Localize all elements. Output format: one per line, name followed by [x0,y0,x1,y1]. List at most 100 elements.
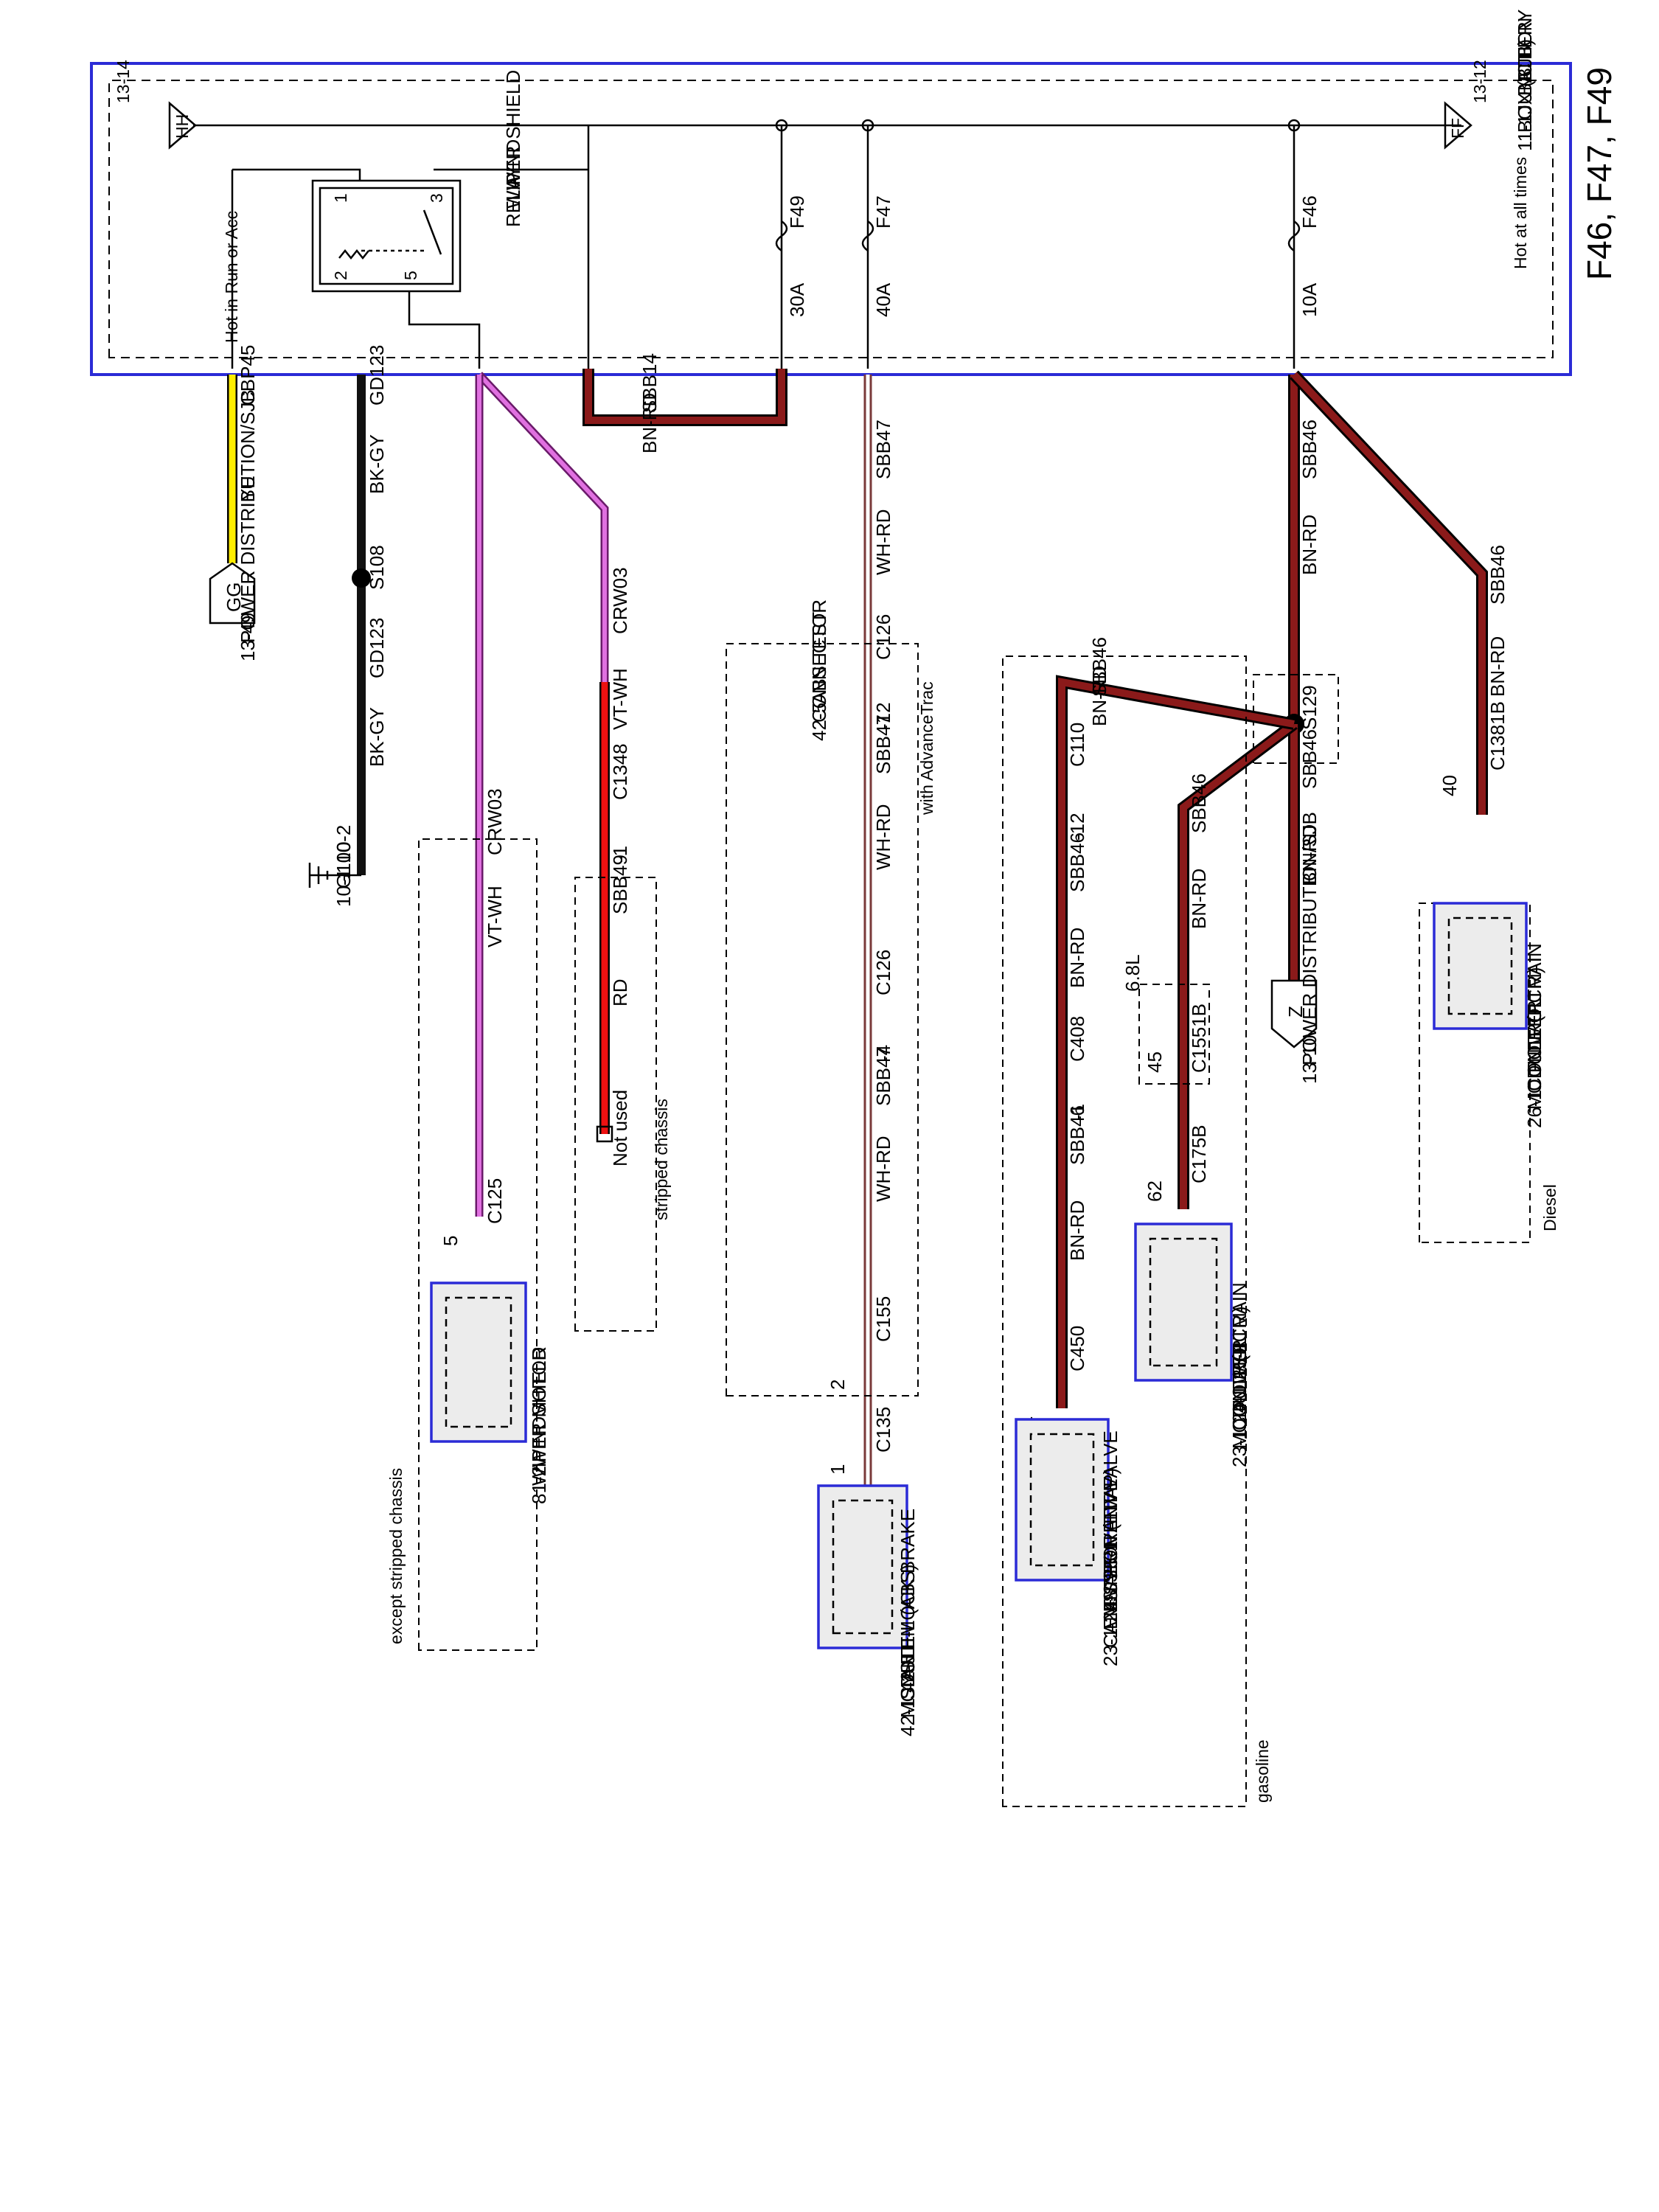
relay-box [311,179,462,293]
conn-s108: S108 [366,545,388,590]
region-gasoline: gasoline [1253,1739,1272,1803]
wire-sbb46-label-5: SBB46 [1088,637,1110,697]
pcm-diesel-name-0: POWERTRAIN [1523,943,1545,1073]
wire-sbb46-color-2: BN-RD [1486,636,1509,697]
fuse-f46: F46 10A [1287,119,1321,369]
wire-crw03-color-1: VT-WH [609,668,631,730]
conn-c155-pin: 2 [827,1380,849,1390]
wire-sbb47-label-1: SBB47 [872,420,894,479]
hot-all-times: Hot at all times [1511,157,1530,269]
not-used-label: Not used [609,1090,631,1166]
wire-sbb14-color: BN-RD [639,393,661,453]
pcm-gas [1134,1222,1233,1382]
wire-sbb46-color-4: BN-RD [1188,869,1210,929]
wire-sbb46-label-3: SBB46 [1298,729,1321,789]
conn-c125: C125 [484,1178,506,1224]
fuse-f46-icon [1287,220,1301,252]
wire-cbp45-color: YE [237,476,259,501]
wire-sbb47-color-3: WH-RD [872,1135,894,1202]
conn-c408: C408 [1066,1016,1088,1062]
fuse-f46-rating: 10A [1298,282,1321,317]
wire-crw03-label-1: CRW03 [609,567,631,634]
wire-sbb49-label: SBB49 [609,855,631,914]
fuse-f49-id: F49 [786,195,808,229]
wire-gd123-label-1: GD123 [366,345,388,406]
region-advancetrac-box [726,643,919,1397]
wire-sbb46-color-7: BN-RD [1066,1200,1088,1261]
wiper-motor-name-2: 81-2 [528,1466,550,1504]
wire-crw03-a [477,372,607,682]
terminal-z-label: Z [1284,1006,1307,1018]
pd-z-name-0: POWER DISTRIBUTION/SJB [1298,812,1321,1065]
abs-test-name-0: ABS TEST [808,612,830,704]
abs-module-inner [832,1499,894,1635]
conn-c135: C135 [872,1407,894,1453]
conn-c1348: C1348 [609,743,631,800]
conn-c450: C450 [1066,1326,1088,1371]
fuse-f46-id: F46 [1298,195,1321,229]
conn-c408-pin: -1 [1066,1104,1088,1121]
abs-name-3: 42-1 42-5 [897,1655,919,1736]
ff-symbol: FF [1448,118,1467,139]
wire-gd123-color-1: BK-GY [366,434,388,494]
terminal-z-icon [1270,979,1318,1048]
hh-terminal-icon [168,101,197,150]
wiper-motor-name-0: WINDSHIELD [528,1347,550,1467]
pcm-diesel-inner [1447,917,1513,1015]
relay-coil-icon [338,248,369,260]
evap-name-3: 23-1 24-1 25-1 [1099,1540,1121,1666]
wire-crw03-label-2: CRW03 [484,788,506,855]
evap-name-1: EMISSION (EVAP) [1099,1468,1121,1630]
wire-sbb46-diesel [1291,372,1486,815]
wire-sbb14-outline [582,369,787,426]
wire-sbb46-label-2: SBB46 [1486,545,1509,605]
conn-c175b: C175B [1188,1125,1210,1184]
relay-pin-2: 2 [331,271,350,280]
conn-c110-pin: -12 [1066,813,1088,841]
conn-c126b-pin: -4 [872,1045,894,1062]
engine-6-8l: 6.8L [1121,954,1144,992]
abs-test-name-2: 42-5 [808,703,830,741]
wire-sbb47-label-3: SBB47 [872,1046,894,1106]
wire-cbp45-label: CBP45 [237,345,259,406]
conn-c155: C155 [872,1296,894,1342]
pcm-diesel-name-2: MODULE (PCM) [1523,967,1545,1110]
wire-sbb47-label-2: SBB47 [872,714,894,774]
evap-name-2: CANISTER VENT VALVE [1099,1430,1121,1648]
terminal-gg-icon [209,562,256,625]
hh-symbol: HH [173,114,192,139]
conn-c110: C110 [1066,723,1088,767]
region-except-stripped: except stripped chassis [386,1468,406,1644]
bjb-name-1: JUNCTION [1514,18,1536,114]
conn-s129: S129 [1298,685,1321,730]
conn-c126a-pin: -12 [872,702,894,730]
wire-sbb47-color-2: WH-RD [872,804,894,870]
page-title: F46, F47, F49 [1580,67,1618,280]
relay-coil-feed [232,168,361,181]
bjb-ref-left: 13-14 [114,60,133,103]
relay-name-1: WIPER [502,146,524,209]
evap-valve [1015,1418,1110,1582]
fuse-f49-rating: 30A [786,282,808,317]
g100-name-0: G100 [333,841,355,888]
fuse-f47-rating: 40A [872,282,894,317]
relay-output [408,291,481,369]
splice-s108 [352,568,371,588]
bjb-name-3: 11-1 [1514,114,1536,151]
pcm-diesel-name-3: 26-1 [1523,1090,1545,1128]
pcm-diesel-name-1: CONTROL [1523,998,1545,1091]
region-except-stripped-box [418,838,538,1651]
wire-sbb46-color-6: BN-RD [1066,928,1088,988]
fuse-f47-id: F47 [872,195,894,229]
wire-sbb46-color-3: BN-RD [1298,824,1321,885]
wire-sbb49-color: RD [609,978,631,1006]
wire-gd123-color-2: BK-GY [366,707,388,767]
conn-c1381b-pin: 40 [1439,775,1461,796]
wiper-motor-name-1: WIPER MOTOR [528,1346,550,1486]
relay-name-2: RELAY [502,166,524,227]
evap-name-0: EVAPORATIVE [1099,1478,1121,1611]
region-diesel: Diesel [1540,1184,1559,1231]
region-gasoline-box [1002,655,1247,1807]
fuse-f47-icon [861,220,874,252]
